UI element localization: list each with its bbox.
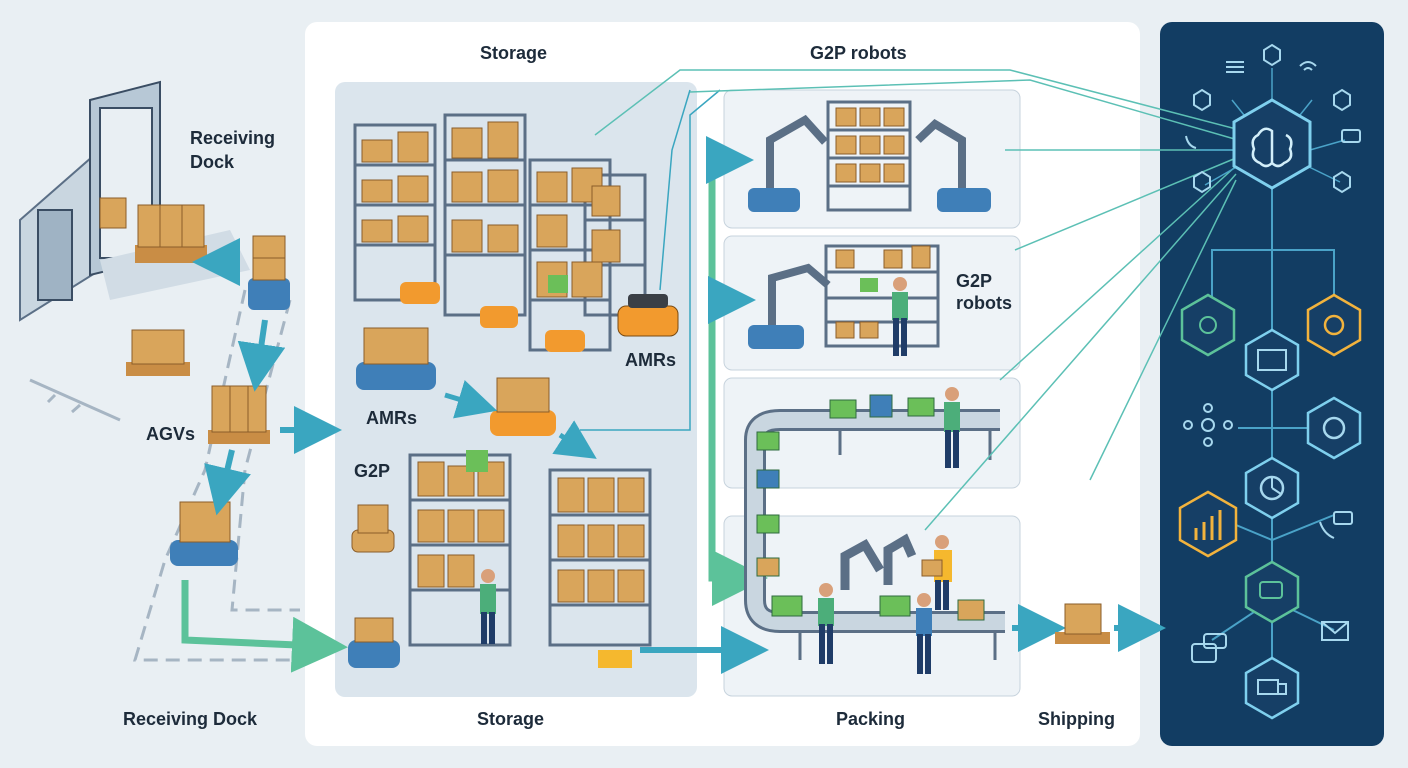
receiving-dock-building <box>19 80 250 322</box>
storage-rack-group-top <box>353 113 647 352</box>
pie-chart-icon <box>1244 456 1300 520</box>
label-line: G2P <box>956 271 993 291</box>
ai-connection-lines <box>594 69 1241 531</box>
call-icon <box>1185 129 1361 149</box>
list-icon <box>1226 61 1244 73</box>
shipping-label: Shipping <box>1038 709 1115 729</box>
truck-icon <box>1244 656 1300 720</box>
chat-icon <box>1244 560 1300 624</box>
pallet-agv-path <box>208 385 270 444</box>
network-icon <box>1180 293 1236 357</box>
link-line-2 <box>580 89 721 431</box>
agvs-label: AGVs <box>146 424 196 444</box>
arrow-green-to-storage <box>181 580 348 673</box>
ai-small-hex-nodes <box>1193 43 1351 194</box>
arrow-amr-1 <box>444 380 498 419</box>
floor-marks <box>29 378 121 422</box>
amr-robots-top <box>400 282 679 352</box>
code-icon <box>1244 328 1300 392</box>
g2p-small-robot <box>351 504 395 553</box>
packing-workers <box>818 535 952 674</box>
arrow-down-2 <box>204 449 251 516</box>
arrow-amr-2 <box>552 420 597 459</box>
bar-chart-icon <box>1178 490 1238 558</box>
amrs-left-label: AMRs <box>366 408 418 428</box>
g2p-bottom-robot <box>348 617 400 668</box>
conveyor-belt <box>744 409 1005 660</box>
agv-with-boxes-2 <box>170 501 238 566</box>
pallet-jack <box>598 650 632 668</box>
g2p-label: G2P <box>354 461 391 481</box>
phone-icon <box>1319 511 1353 539</box>
amr-middle-with-boxes <box>490 377 556 436</box>
storage-boxes-top <box>361 121 621 298</box>
agv-path-2 <box>230 299 300 612</box>
pallet-loose <box>126 329 190 376</box>
link-line-1 <box>659 89 691 291</box>
label-line: Receiving <box>190 128 276 148</box>
message-icon <box>1191 633 1227 663</box>
amr-left-with-boxes <box>356 327 436 390</box>
org-icon <box>1183 403 1233 447</box>
brain-icon <box>1232 98 1312 190</box>
storage-rack-group-bottom <box>408 453 652 647</box>
storage-top-label: Storage <box>480 43 548 63</box>
receiving-dock-bottom-label: Receiving Dock <box>123 709 258 729</box>
settings-icon <box>1306 396 1362 460</box>
arrow-down-1 <box>237 319 286 392</box>
mail-icon <box>1321 621 1349 641</box>
conveyor-worker-1 <box>944 387 960 468</box>
worker-storage <box>480 569 496 644</box>
packing-label: Packing <box>836 709 906 729</box>
agv-with-boxes-1 <box>248 235 290 310</box>
amrs-right-label: AMRs <box>625 350 677 370</box>
wifi-icon <box>1299 61 1317 71</box>
g2p-robots-top-label: G2P robots <box>810 43 907 63</box>
green-item <box>548 275 568 293</box>
gear-icon <box>1306 293 1362 357</box>
storage-boxes-bottom <box>417 461 645 603</box>
storage-bottom-label: Storage <box>477 709 545 729</box>
conveyor-bins <box>756 394 985 621</box>
label-line: robots <box>956 293 1012 313</box>
packing-robot-arms <box>840 533 917 590</box>
g2p-station-1-equipment <box>748 100 991 212</box>
shipping-pallet <box>1055 603 1110 644</box>
label-line: Dock <box>190 152 235 172</box>
g2p-station-2-equipment <box>748 244 940 356</box>
green-bin <box>466 450 488 472</box>
